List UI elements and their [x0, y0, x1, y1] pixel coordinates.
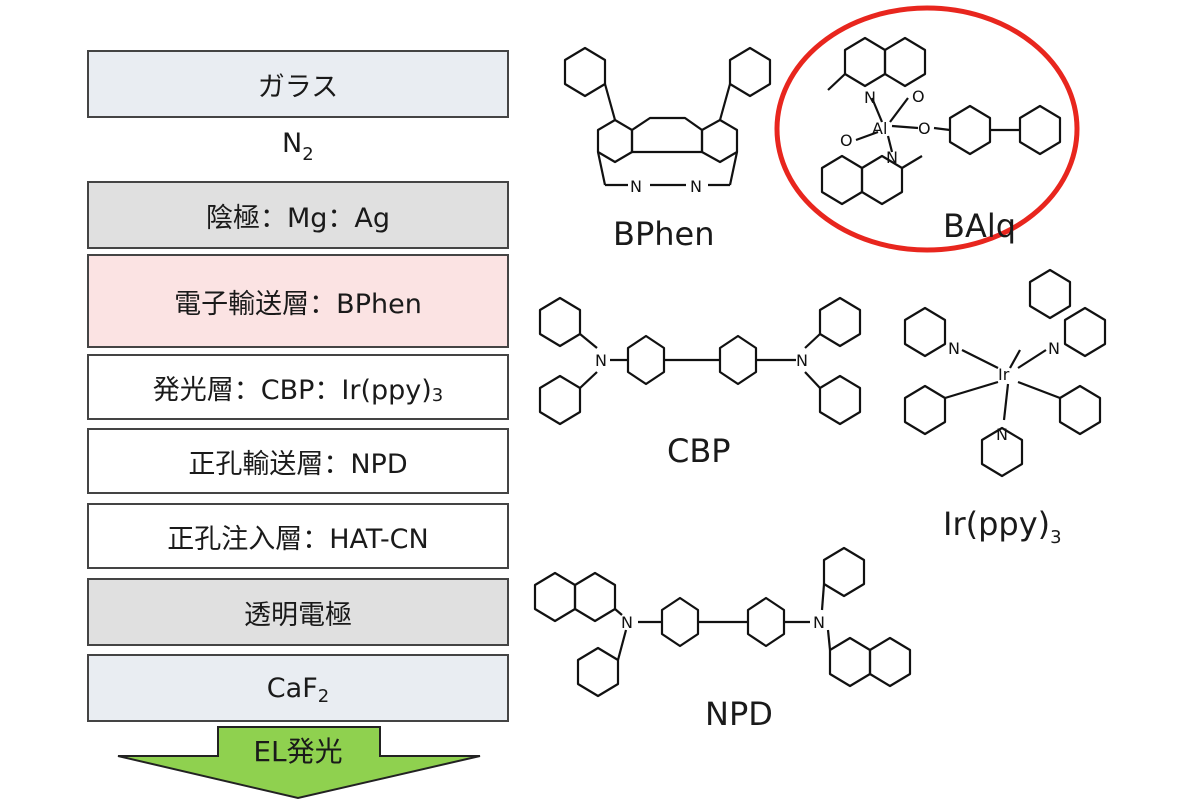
irppy-label-text: Ir(ppy)	[943, 505, 1051, 543]
npd-atom-n1: N	[621, 613, 633, 632]
layer-electron-transport: 電子輸送層：BPhen	[87, 254, 509, 348]
layer-hole-transport: 正孔輸送層：NPD	[87, 428, 509, 494]
cbp-structure	[538, 296, 862, 426]
balq-atom-n1: N	[864, 88, 876, 107]
cbp-atom-n1: N	[595, 351, 607, 370]
irppy-atom-n2: N	[1048, 339, 1060, 358]
balq-atom-o3: O	[840, 131, 853, 150]
emission-arrow-label: EL発光	[253, 735, 343, 768]
irppy-atom-n1: N	[948, 339, 960, 358]
layer-hole-injection-label: 正孔注入層：HAT-CN	[167, 523, 429, 555]
balq-atom-o2: O	[918, 119, 931, 138]
bphen-label: BPhen	[613, 215, 715, 253]
layer-cathode-label: 陰極：Mg：Ag	[205, 202, 391, 234]
npd-label: NPD	[705, 695, 773, 733]
balq-label: BAlq	[943, 207, 1017, 245]
layer-emission-sub: 3	[431, 384, 444, 406]
balq-structure	[774, 5, 1080, 253]
bphen-atom-n1: N	[630, 177, 642, 196]
balq-atom-o1: O	[912, 87, 925, 106]
balq-atom-al: Al	[872, 119, 887, 138]
layer-emission-label: 発光層：CBP：Ir(ppy)	[152, 374, 432, 406]
layer-hole-injection: 正孔注入層：HAT-CN	[87, 503, 509, 569]
irppy-structure	[903, 268, 1107, 478]
cbp-label: CBP	[667, 432, 731, 470]
gap-label-text: N	[282, 128, 303, 159]
irppy-label-sub: 3	[1050, 527, 1062, 548]
layer-caf2-label: CaF	[266, 672, 318, 704]
cbp-atom-n2: N	[796, 351, 808, 370]
gap-label-sub: 2	[302, 144, 314, 165]
balq-highlight-circle	[774, 5, 1080, 253]
layer-caf2-sub: 2	[317, 685, 330, 707]
bphen-atom-n2: N	[690, 177, 702, 196]
irppy-atom-ir: Ir	[998, 365, 1010, 384]
layer-hole-transport-label: 正孔輸送層：NPD	[188, 448, 408, 480]
layer-electron-transport-label: 電子輸送層：BPhen	[174, 288, 422, 320]
layer-transparent-electrode: 透明電極	[87, 578, 509, 646]
layer-emission: 発光層：CBP：Ir(ppy)3	[87, 354, 509, 420]
layer-cathode: 陰極：Mg：Ag	[87, 181, 509, 249]
npd-atom-n2: N	[813, 613, 825, 632]
balq-atom-n2: N	[886, 148, 898, 167]
bphen-structure	[563, 46, 772, 187]
irppy-label: Ir(ppy)3	[943, 505, 1062, 548]
npd-structure	[533, 546, 912, 698]
gap-label: N2	[282, 128, 314, 165]
irppy-atom-n3: N	[996, 425, 1008, 444]
layer-glass: ガラス	[87, 50, 509, 118]
layer-transparent-electrode-label: 透明電極	[244, 599, 352, 631]
layer-glass-label: ガラス	[257, 71, 339, 103]
